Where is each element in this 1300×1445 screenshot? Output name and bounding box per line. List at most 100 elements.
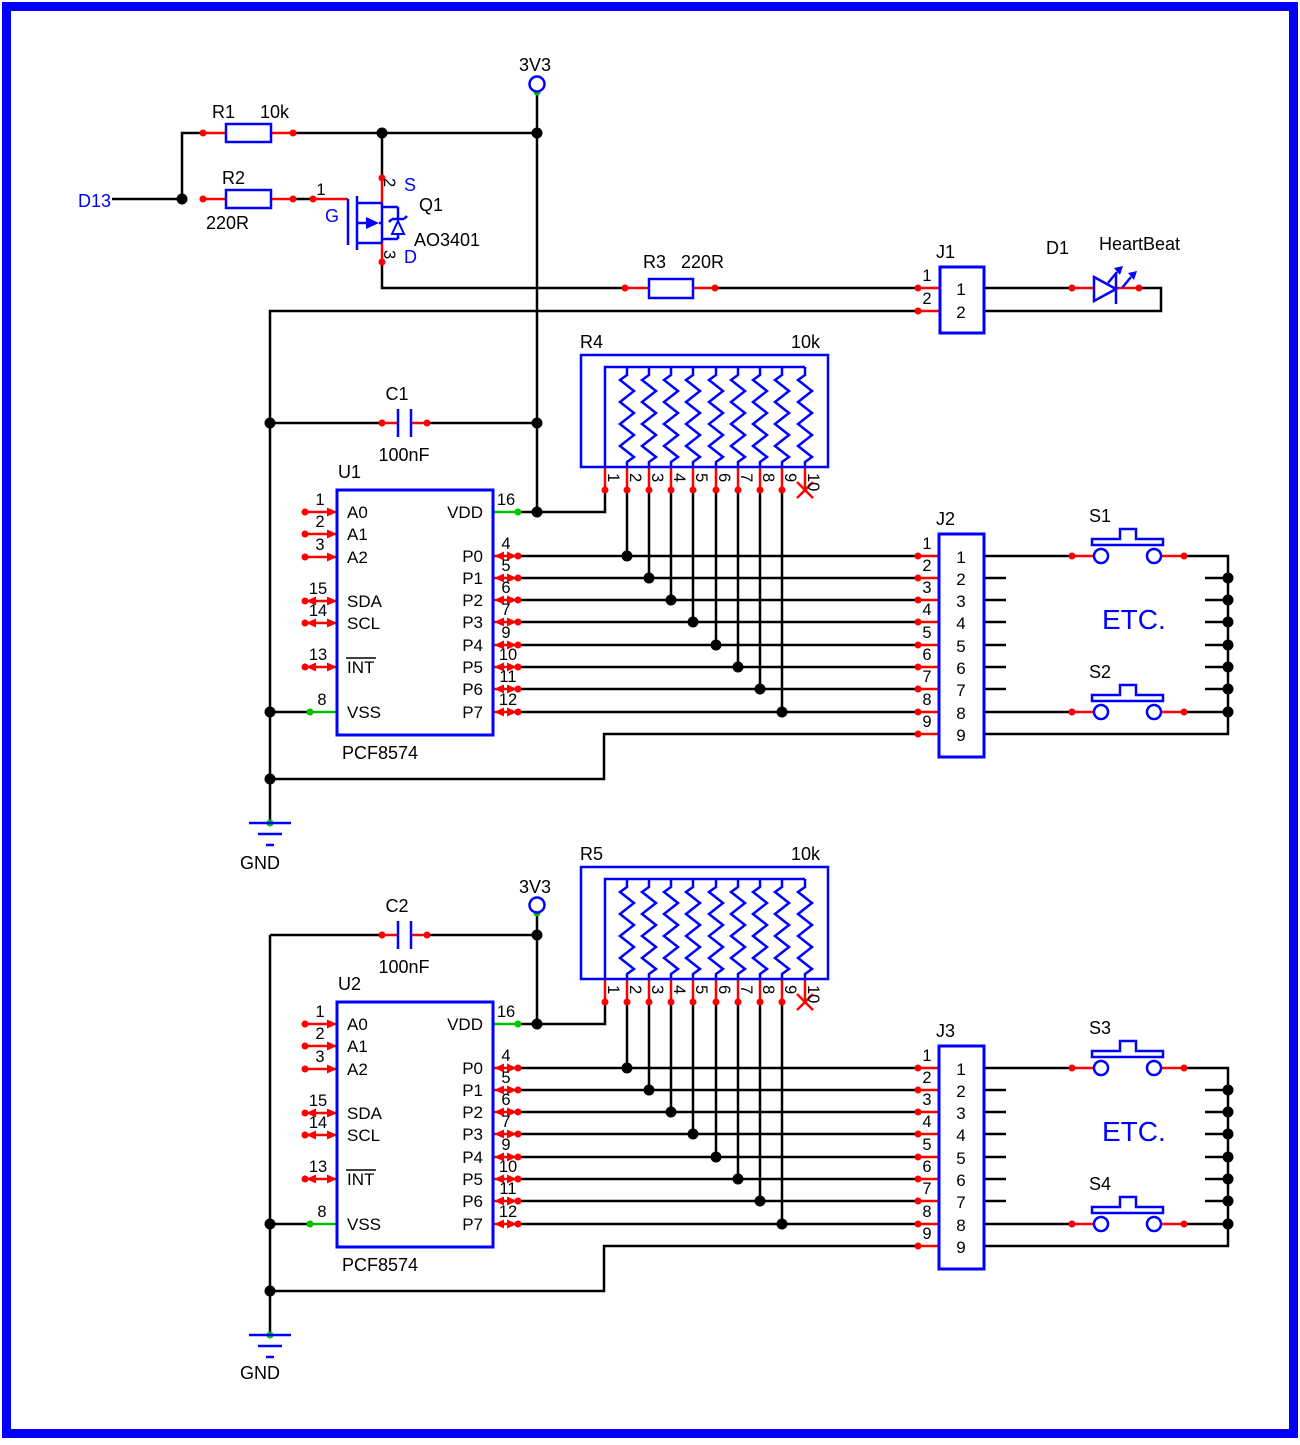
switch-s2: S2 xyxy=(1089,662,1165,721)
q1-ref: Q1 xyxy=(419,195,443,215)
resistor-body-icon xyxy=(224,188,273,210)
connector-body-icon xyxy=(938,265,986,335)
pin-number: 9 xyxy=(781,985,799,994)
pin-name: 4 xyxy=(956,1126,965,1145)
pin-name: P4 xyxy=(462,1148,483,1167)
pin-number: 7 xyxy=(737,473,755,482)
led-d1: D1 HeartBeat xyxy=(1046,234,1180,304)
pin-number: 9 xyxy=(781,473,799,482)
led-light-arrow-icon xyxy=(1121,276,1132,289)
pushbutton-contact-icon xyxy=(1092,703,1110,721)
led-ref: D1 xyxy=(1046,238,1069,258)
pin-name: 2 xyxy=(956,303,965,322)
pin-name: P6 xyxy=(462,1192,483,1211)
pin-name: SCL xyxy=(347,1126,380,1145)
pin-name: 7 xyxy=(956,681,965,700)
etc-label-2: ETC. xyxy=(1102,1116,1166,1147)
pin-number: 13 xyxy=(309,1158,327,1176)
transistor-q1: 1 G 2 S 3 D Q1 AO3401 xyxy=(316,175,480,267)
pin-number: 6 xyxy=(922,1158,931,1176)
pin-name: 1 xyxy=(956,280,965,299)
pin-name: 3 xyxy=(956,1104,965,1123)
network-outline-icon xyxy=(579,353,830,469)
switch-ref: S3 xyxy=(1089,1018,1111,1038)
pin-number: 14 xyxy=(309,602,327,620)
pin-name: 9 xyxy=(956,1238,965,1257)
resistor-value: 220R xyxy=(206,213,249,233)
pin-name: 1 xyxy=(956,1060,965,1079)
pin-number: 7 xyxy=(922,668,931,686)
capacitor-value: 100nF xyxy=(378,445,429,465)
pin-number: 6 xyxy=(715,985,733,994)
pin-number: 1 xyxy=(604,473,622,482)
led-light-arrowhead-icon xyxy=(1114,266,1123,275)
pin-name: 6 xyxy=(956,1171,965,1190)
pin-name: A1 xyxy=(347,525,368,544)
ic-body-icon xyxy=(335,488,495,737)
ic-u1: U1 PCF8574 1 2 3 15 14 13 8 A0 A1 A2 SDA… xyxy=(309,462,517,763)
pin-number: 10 xyxy=(804,985,822,1003)
resistor-network-r5: R5 10k 1 2 3 4 5 6 7 8 9 10 xyxy=(579,844,830,1003)
pushbutton-contact-icon xyxy=(1092,1215,1110,1233)
pin-number: 7 xyxy=(737,985,755,994)
switch-s3: S3 xyxy=(1089,1018,1165,1077)
switch-ref: S4 xyxy=(1089,1174,1111,1194)
q1-drain-pin-number: 3 xyxy=(380,250,398,259)
connector-j1: J1 1 2 1 2 xyxy=(922,242,986,335)
ic-body-icon xyxy=(335,1000,495,1249)
power-pin-wires xyxy=(310,510,518,1226)
pushbutton-cap-icon xyxy=(1090,683,1165,703)
pin-number: 10 xyxy=(499,1158,517,1176)
pin-name: SDA xyxy=(347,1104,383,1123)
pin-number: 8 xyxy=(317,691,326,709)
pin-name: P7 xyxy=(462,703,483,722)
resistor-r1: R1 10k xyxy=(212,102,290,144)
pin-name: 8 xyxy=(956,704,965,723)
connector-ref: J3 xyxy=(936,1021,955,1041)
gnd-label: GND xyxy=(240,853,280,873)
pin-dots xyxy=(199,129,1188,1250)
pin-name: 5 xyxy=(956,637,965,656)
pin-name: A2 xyxy=(347,548,368,567)
etc-label-1: ETC. xyxy=(1102,604,1166,635)
pin-number: 15 xyxy=(309,1092,327,1110)
pin-number: 9 xyxy=(922,713,931,731)
pin-number: 5 xyxy=(922,1136,931,1154)
pin-name: P1 xyxy=(462,569,483,588)
pin-number: 5 xyxy=(501,1069,510,1087)
pin-number: 11 xyxy=(499,668,516,686)
pin-name: A0 xyxy=(347,1015,368,1034)
pin-name: VDD xyxy=(447,503,483,522)
resistor-body-icon xyxy=(224,122,273,144)
pin-number: 16 xyxy=(497,1003,515,1021)
pin-name: P2 xyxy=(462,591,483,610)
q1-source-label: S xyxy=(404,175,416,195)
connector-body-icon xyxy=(937,532,986,759)
signal-wires xyxy=(112,92,1230,1335)
body-diode-icon xyxy=(390,218,406,235)
resistor-ref: R1 xyxy=(212,102,235,122)
pin-number: 3 xyxy=(315,1048,324,1066)
network-ref: R4 xyxy=(580,332,603,352)
pin-name: 2 xyxy=(956,1082,965,1101)
pin-number: 10 xyxy=(804,473,822,491)
pin-number: 11 xyxy=(499,1180,516,1198)
pin-number: 7 xyxy=(501,1113,510,1131)
pin-number: 6 xyxy=(922,646,931,664)
pin-name: 7 xyxy=(956,1193,965,1212)
pin-number: 8 xyxy=(317,1203,326,1221)
pin-number: 8 xyxy=(759,985,777,994)
pin-number: 1 xyxy=(922,1047,931,1065)
resistor-value: 220R xyxy=(681,252,724,272)
pin-name: P6 xyxy=(462,680,483,699)
pin-number: 3 xyxy=(922,1091,931,1109)
pin-name: 5 xyxy=(956,1149,965,1168)
capacitor-c1: C1 100nF xyxy=(378,384,429,465)
power-symbol-3v3-1: 3V3 xyxy=(519,55,551,93)
resistor-network-elements xyxy=(603,365,815,979)
pin-number: 15 xyxy=(309,580,327,598)
pin-number: 7 xyxy=(922,1180,931,1198)
capacitor-ref: C1 xyxy=(385,384,408,404)
q1-part: AO3401 xyxy=(414,230,480,250)
